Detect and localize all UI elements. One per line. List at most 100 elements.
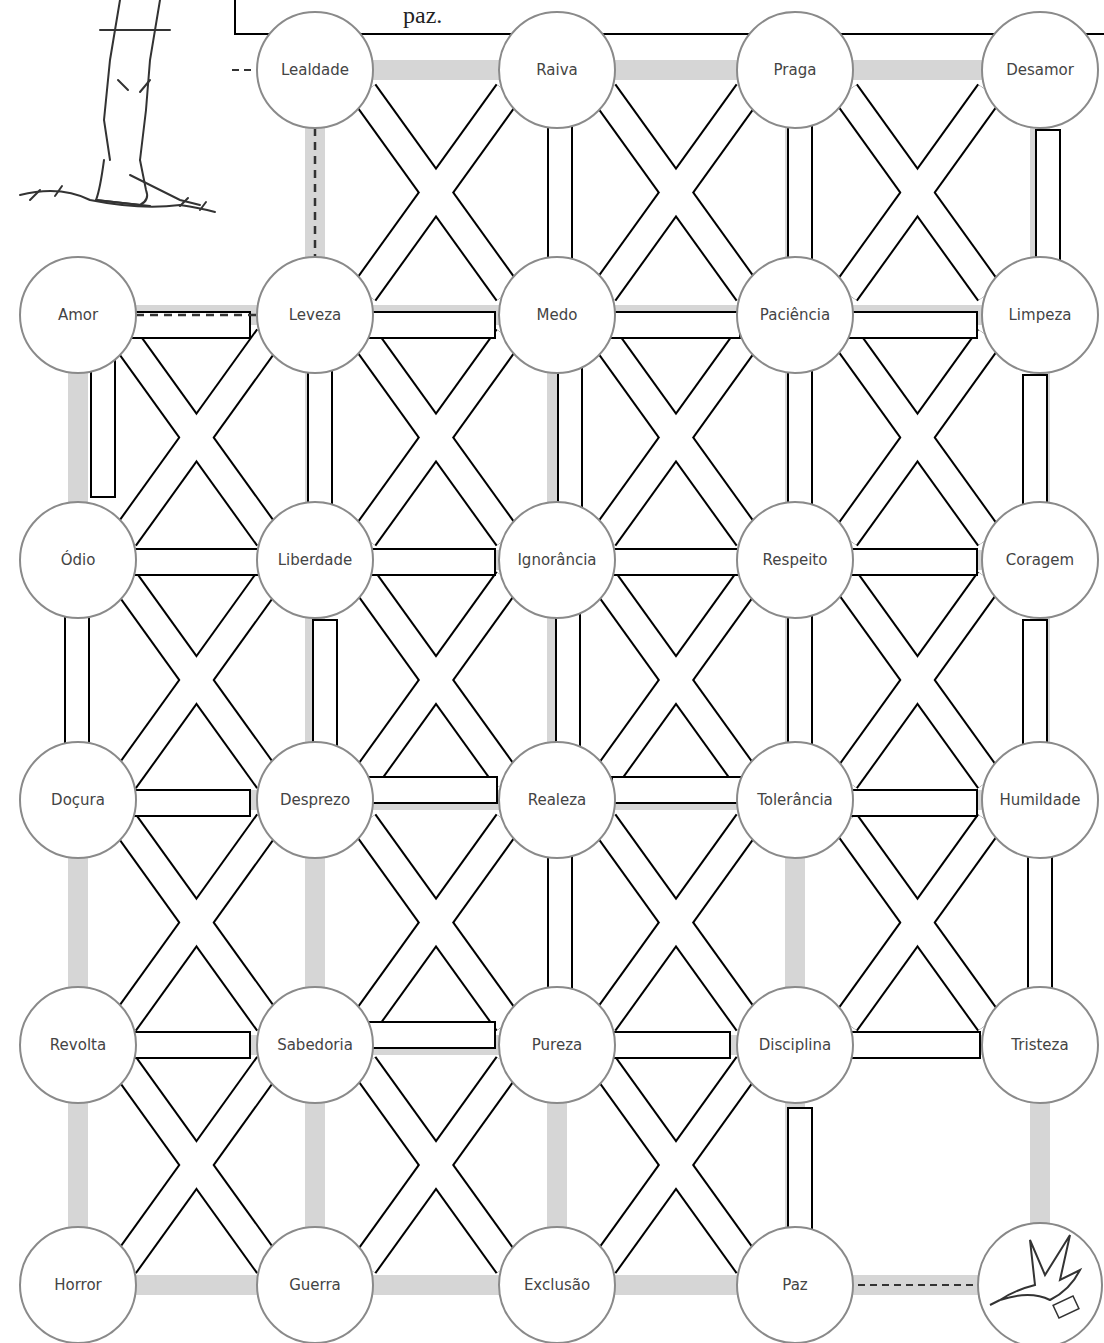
circle-shape	[20, 1227, 136, 1343]
circle-shape	[982, 502, 1098, 618]
word-text: Disciplina	[759, 1036, 832, 1054]
cross-mark	[846, 93, 990, 293]
cross-mark	[125, 338, 269, 538]
word-text: Medo	[537, 306, 578, 324]
word-circle: Horror	[18, 1225, 138, 1343]
bar-mark	[847, 549, 977, 575]
cross-mark	[125, 338, 269, 538]
cross-mark	[125, 823, 269, 1023]
word-circle: Disciplina	[735, 985, 855, 1105]
word-circle: Tolerância	[735, 740, 855, 860]
end-dash	[858, 1284, 978, 1286]
word-circle: Liberdade	[255, 500, 375, 620]
circle-shape	[982, 12, 1098, 128]
word-text: Humildade	[999, 791, 1080, 809]
word-circle: Amor	[18, 255, 138, 375]
word-circle: Praga	[735, 10, 855, 130]
cross-mark	[604, 93, 748, 293]
word-text: Limpeza	[1009, 306, 1072, 324]
circle-shape	[737, 12, 853, 128]
cross-mark	[604, 1065, 748, 1265]
circle-shape	[499, 502, 615, 618]
word-text: Liberdade	[278, 551, 353, 569]
cross-mark	[604, 580, 748, 780]
circle-shape	[737, 742, 853, 858]
cross-mark	[846, 580, 990, 780]
bar-mark	[558, 365, 582, 507]
word-circle: Coragem	[980, 500, 1100, 620]
cross-mark	[125, 338, 269, 538]
circle-shape	[20, 257, 136, 373]
bar-mark	[847, 312, 977, 338]
bar-mark	[1036, 130, 1060, 272]
word-text: Exclusão	[524, 1276, 590, 1294]
word-text: Paz	[782, 1276, 807, 1294]
word-text: Revolta	[50, 1036, 106, 1054]
bar-mark	[1023, 375, 1047, 517]
word-text: Doçura	[51, 791, 105, 809]
boy-illustration	[20, 0, 215, 212]
cross-mark	[125, 338, 269, 538]
cross-mark	[604, 580, 748, 780]
word-text: Lealdade	[281, 61, 349, 79]
circle-shape	[499, 12, 615, 128]
cross-mark	[846, 338, 990, 538]
instruction-box	[235, 0, 1104, 34]
cross-mark	[364, 1065, 508, 1265]
cross-mark	[846, 338, 990, 538]
circle-shape	[499, 742, 615, 858]
word-circle: Revolta	[18, 985, 138, 1105]
bar-mark	[548, 125, 572, 267]
bar-mark	[91, 355, 115, 497]
cross-mark	[604, 823, 748, 1023]
word-text: Praga	[774, 61, 817, 79]
circle-shape	[982, 742, 1098, 858]
cross-mark	[125, 580, 269, 780]
cross-mark	[364, 823, 508, 1023]
word-circle: Lealdade	[255, 10, 375, 130]
cross-mark	[125, 580, 269, 780]
bar-mark	[850, 1032, 980, 1058]
cross-mark	[364, 93, 508, 293]
word-text: Pureza	[532, 1036, 582, 1054]
cross-mark	[125, 823, 269, 1023]
circle-shape	[499, 257, 615, 373]
cross-mark	[125, 580, 269, 780]
cross-mark	[364, 1065, 508, 1265]
circle-shape	[982, 257, 1098, 373]
cross-mark	[125, 1065, 269, 1265]
cross-mark	[364, 93, 508, 293]
cross-mark	[364, 823, 508, 1023]
bar-mark	[65, 610, 89, 752]
circle-shape	[257, 1227, 373, 1343]
dashed-path	[136, 314, 257, 317]
word-circle: Paciência	[735, 255, 855, 375]
bar-mark	[612, 777, 742, 803]
word-circle: Ódio	[18, 500, 138, 620]
word-circle: Sabedoria	[255, 985, 375, 1105]
word-circle: Desprezo	[255, 740, 375, 860]
circle-shape	[737, 502, 853, 618]
word-text: Desprezo	[280, 791, 350, 809]
cross-mark	[604, 93, 748, 293]
bar-mark	[120, 790, 250, 816]
cross-mark	[364, 580, 508, 780]
word-circle: Desamor	[980, 10, 1100, 130]
circle-shape	[20, 502, 136, 618]
circle-shape	[20, 987, 136, 1103]
cross-mark	[846, 823, 990, 1023]
cross-mark	[364, 1065, 508, 1265]
circle-shape	[257, 987, 373, 1103]
bar-mark	[548, 855, 572, 997]
circle-shape	[257, 257, 373, 373]
cross-mark	[364, 580, 508, 780]
bar-mark	[308, 365, 332, 507]
word-circle: Raiva	[497, 10, 617, 130]
start-dash	[232, 69, 256, 71]
cross-mark	[604, 823, 748, 1023]
word-circle: Medo	[497, 255, 617, 375]
cross-mark	[364, 580, 508, 780]
word-text: Tolerância	[757, 791, 833, 809]
word-circle: Guerra	[255, 1225, 375, 1343]
